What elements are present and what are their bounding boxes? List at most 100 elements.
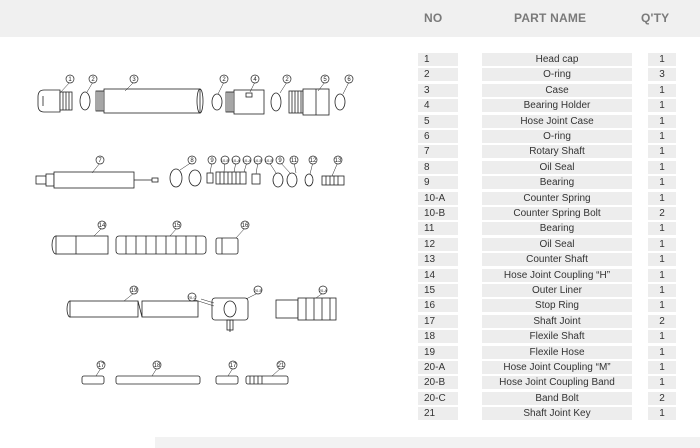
part-rotary-shaft bbox=[35, 171, 159, 189]
part-no: 1 bbox=[418, 53, 458, 66]
part-name: Outer Liner bbox=[482, 284, 632, 297]
part-name: Hose Joint Coupling “H” bbox=[482, 268, 632, 282]
part-name: Hose Joint Coupling Band bbox=[482, 376, 632, 390]
part-qty: 2 bbox=[648, 314, 676, 328]
part-name: Flexile Hose bbox=[482, 345, 632, 359]
part-no: 9 bbox=[418, 176, 458, 190]
part-qty: 1 bbox=[648, 99, 676, 113]
part-qty: 1 bbox=[648, 376, 676, 390]
part-qty: 1 bbox=[648, 361, 676, 374]
part-shaft-joint-key bbox=[245, 375, 289, 385]
part-o-ring-1 bbox=[79, 91, 91, 111]
part-hose-joint-coupling-band bbox=[211, 297, 249, 332]
callout-20b: 20-B bbox=[253, 285, 263, 295]
callout-1: 1 bbox=[65, 74, 75, 84]
part-no: 13 bbox=[418, 253, 458, 267]
callout-16: 16 bbox=[240, 220, 250, 230]
part-hose-joint-coupling-m bbox=[275, 297, 337, 321]
callout-2c: 2 bbox=[282, 74, 292, 84]
part-counter-spring-bolt-2 bbox=[251, 173, 261, 185]
callout-20a: 20-A bbox=[318, 285, 328, 295]
callout-10b-2: 10-B bbox=[253, 155, 263, 165]
part-oil-seal-12 bbox=[304, 173, 314, 187]
callout-11: 11 bbox=[289, 155, 299, 165]
callout-text: 19 bbox=[131, 288, 138, 294]
part-flexile-shaft bbox=[115, 375, 201, 385]
part-no: 16 bbox=[418, 299, 458, 313]
part-name: Bearing bbox=[482, 222, 632, 236]
callout-text: 17 bbox=[230, 363, 237, 369]
part-no: 12 bbox=[418, 237, 458, 251]
part-o-ring-4 bbox=[334, 93, 346, 111]
part-case bbox=[95, 88, 204, 114]
callout-3: 3 bbox=[129, 74, 139, 84]
part-qty: 1 bbox=[648, 83, 676, 97]
callout-4: 4 bbox=[250, 74, 260, 84]
callout-10a-1: 10-A bbox=[231, 155, 241, 165]
callout-15: 15 bbox=[172, 220, 182, 230]
header-band bbox=[0, 0, 700, 37]
callout-21: 21 bbox=[276, 360, 286, 370]
part-no: 2 bbox=[418, 68, 458, 82]
part-name: Head cap bbox=[482, 53, 632, 66]
part-name: Case bbox=[482, 83, 632, 97]
part-no: 14 bbox=[418, 268, 458, 282]
part-name: Counter Spring Bolt bbox=[482, 207, 632, 220]
callout-14: 14 bbox=[97, 220, 107, 230]
footer-band bbox=[155, 437, 700, 448]
part-hose-joint-coupling-h bbox=[51, 235, 109, 255]
part-no: 18 bbox=[418, 330, 458, 344]
part-no: 4 bbox=[418, 99, 458, 113]
part-shaft-joint-1 bbox=[81, 375, 105, 385]
part-name: Shaft Joint Key bbox=[482, 407, 632, 421]
callout-text: 20-A bbox=[319, 288, 328, 293]
part-no: 11 bbox=[418, 222, 458, 236]
part-bearing-holder bbox=[225, 89, 265, 115]
part-no: 8 bbox=[418, 160, 458, 174]
part-counter-shaft bbox=[321, 175, 345, 186]
part-qty: 1 bbox=[648, 114, 676, 128]
callout-text: 2 bbox=[222, 77, 226, 83]
part-name: Counter Shaft bbox=[482, 253, 632, 267]
callout-text: 14 bbox=[99, 223, 106, 229]
callout-text: 17 bbox=[98, 363, 105, 369]
part-qty: 1 bbox=[648, 284, 676, 297]
part-stop-ring bbox=[215, 237, 239, 255]
callout-text: 10-A bbox=[232, 158, 241, 163]
part-outer-liner bbox=[115, 235, 207, 255]
part-o-ring-3 bbox=[270, 92, 282, 112]
part-counter-spring bbox=[215, 171, 247, 185]
part-name: Shaft Joint bbox=[482, 314, 632, 328]
part-qty: 1 bbox=[648, 268, 676, 282]
callout-text: 10-A bbox=[243, 158, 252, 163]
part-name: Oil Seal bbox=[482, 237, 632, 251]
callout-19: 19 bbox=[129, 285, 139, 295]
callout-text: 15 bbox=[174, 223, 181, 229]
callout-text: 8 bbox=[190, 158, 194, 164]
callout-text: 7 bbox=[98, 158, 102, 164]
callout-8: 8 bbox=[187, 155, 197, 165]
callout-text: 10-B bbox=[254, 158, 263, 163]
callout-10a-2: 10-A bbox=[242, 155, 252, 165]
part-hose-joint-case bbox=[288, 88, 330, 116]
part-flexile-hose bbox=[66, 300, 199, 318]
callout-text: 21 bbox=[278, 363, 285, 369]
part-name: O-ring bbox=[482, 130, 632, 143]
callout-text: 20-C bbox=[188, 295, 197, 300]
part-qty: 1 bbox=[648, 299, 676, 313]
part-name: Counter Spring bbox=[482, 191, 632, 205]
callout-text: 6 bbox=[347, 77, 351, 83]
part-qty: 2 bbox=[648, 207, 676, 220]
part-no: 19 bbox=[418, 345, 458, 359]
callout-9: 9 bbox=[207, 155, 217, 165]
header-qty: Q'TY bbox=[641, 11, 670, 25]
part-no: 5 bbox=[418, 114, 458, 128]
callout-text: 10-B bbox=[265, 158, 274, 163]
callout-text: 18 bbox=[154, 363, 161, 369]
callout-10b-1: 10-B bbox=[220, 155, 230, 165]
part-shaft-joint-2 bbox=[215, 375, 239, 385]
part-name: Band Bolt bbox=[482, 391, 632, 405]
part-bearing-9 bbox=[188, 169, 202, 187]
part-no: 6 bbox=[418, 130, 458, 143]
callout-text: 5 bbox=[323, 77, 327, 83]
